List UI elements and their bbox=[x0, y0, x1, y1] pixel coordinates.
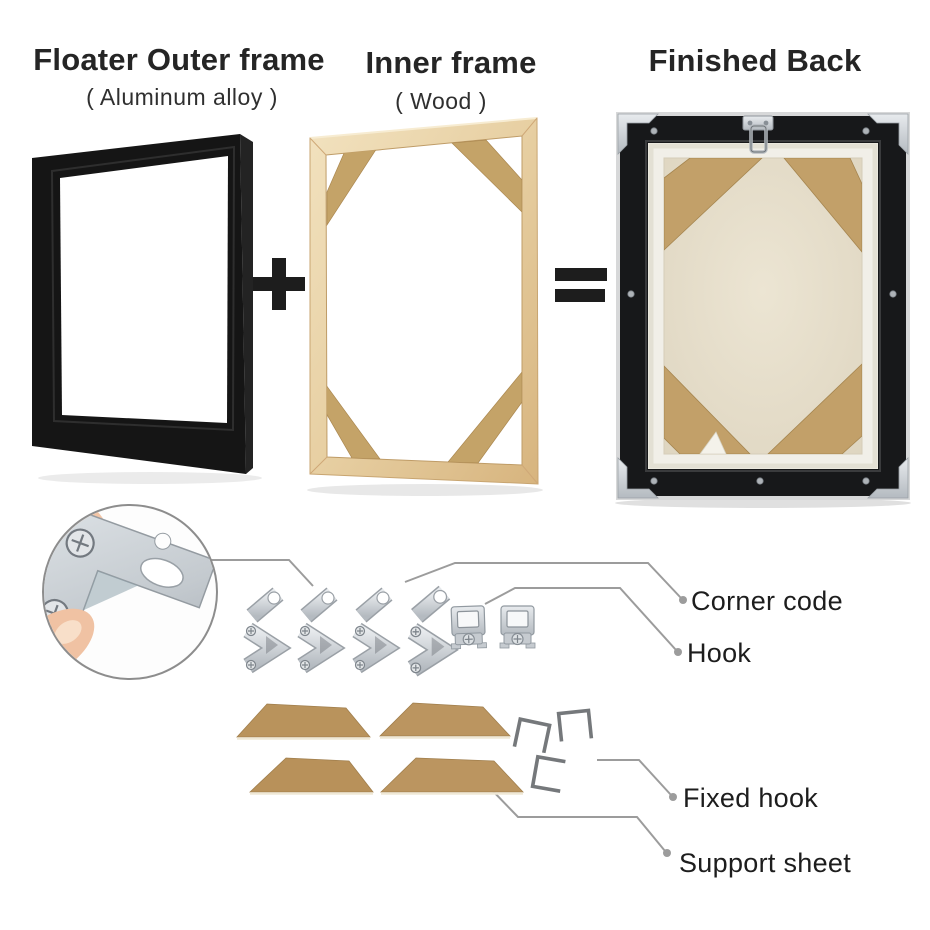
plus-icon bbox=[253, 258, 305, 310]
hanging-hook-icon bbox=[742, 115, 774, 154]
equals-icon bbox=[555, 268, 607, 302]
callout-dots bbox=[663, 596, 687, 857]
metal-corner-brackets bbox=[617, 113, 909, 499]
column-subtitle-outer-frame: ( Aluminum alloy ) bbox=[86, 84, 278, 110]
corner-code-closeup-magnifier bbox=[42, 504, 218, 680]
inner-frame-corner-braces bbox=[326, 139, 522, 464]
callout-hook: Hook bbox=[687, 638, 752, 668]
support-sheet-parts bbox=[236, 702, 524, 795]
callout-lines bbox=[211, 559, 682, 852]
callout-fixed-hook: Fixed hook bbox=[683, 783, 819, 813]
finished-back-corner-braces bbox=[664, 158, 862, 454]
inner-frame-image bbox=[307, 117, 543, 496]
callout-support-sheet: Support sheet bbox=[679, 848, 852, 878]
finished-back-image bbox=[615, 112, 911, 508]
floater-outer-frame-image bbox=[32, 134, 262, 484]
corner-code-parts bbox=[247, 590, 447, 672]
frame-screws bbox=[627, 127, 897, 485]
column-title-finished-back: Finished Back bbox=[648, 43, 862, 78]
column-title-outer-frame: Floater Outer frame bbox=[33, 42, 325, 77]
callout-corner-code: Corner code bbox=[691, 586, 843, 616]
fixed-hook-parts bbox=[512, 708, 594, 794]
hook-parts bbox=[449, 605, 536, 650]
column-title-inner-frame: Inner frame bbox=[365, 45, 537, 80]
column-subtitle-inner-frame: ( Wood ) bbox=[395, 88, 487, 114]
